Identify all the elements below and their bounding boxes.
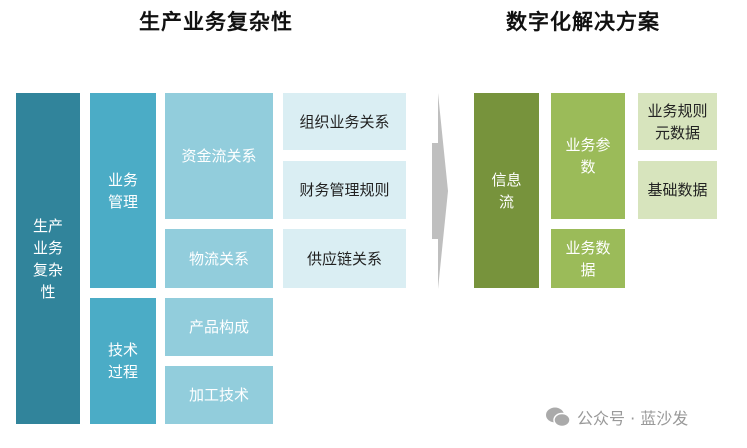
box-product: 产品构成 bbox=[165, 298, 273, 356]
box-tech-proc: 技术过程 bbox=[90, 298, 156, 424]
box-base-data: 基础数据 bbox=[638, 161, 717, 219]
watermark: 公众号 · 蓝沙发 bbox=[545, 405, 688, 429]
box-root: 生产业务复杂性 bbox=[16, 93, 80, 424]
box-org-rel: 组织业务关系 bbox=[283, 93, 406, 150]
box-biz-data: 业务数据 bbox=[551, 229, 625, 288]
box-supply-chain: 供应链关系 bbox=[283, 229, 406, 288]
watermark-text: 公众号 · 蓝沙发 bbox=[577, 409, 689, 428]
box-rule-meta: 业务规则元数据 bbox=[638, 93, 717, 150]
left-title: 生产业务复杂性 bbox=[139, 10, 293, 34]
box-biz-params: 业务参数 bbox=[551, 93, 625, 219]
right-title: 数字化解决方案 bbox=[506, 10, 660, 34]
box-finance-rules: 财务管理规则 bbox=[283, 161, 406, 219]
box-info-flow: 信息流 bbox=[474, 93, 539, 288]
box-fund-flow: 资金流关系 bbox=[165, 93, 273, 219]
box-logistics: 物流关系 bbox=[165, 229, 273, 288]
arrow-right-icon bbox=[432, 93, 448, 289]
box-biz-mgmt: 业务管理 bbox=[90, 93, 156, 288]
wechat-icon bbox=[546, 407, 571, 428]
box-processing: 加工技术 bbox=[165, 366, 273, 424]
